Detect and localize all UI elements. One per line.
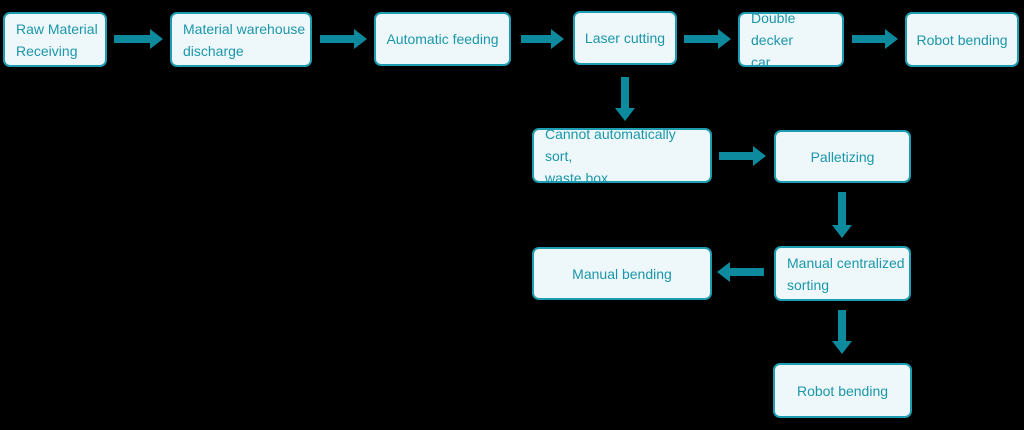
node-label: Automatic feeding	[386, 31, 499, 47]
node-label: Robot bending	[916, 31, 1008, 48]
arrow-right-icon-raw-material-to-warehouse	[114, 29, 163, 49]
arrow-left-icon-manual-centralized-sorting-to-manual-bending	[717, 262, 764, 282]
node-robot-bending-top: Robot bending	[905, 12, 1019, 67]
arrow-right-icon-laser-cutting-to-double-decker-car	[684, 29, 731, 49]
arrow-right-icon-automatic-feeding-to-laser-cutting	[521, 29, 564, 49]
node-label: Robot bending	[796, 382, 889, 399]
arrow-right-icon-warehouse-to-automatic-feeding	[320, 29, 367, 49]
node-label: Material warehouse discharge	[183, 20, 306, 59]
node-laser-cutting: Laser cutting	[573, 11, 677, 65]
node-label: Laser cutting	[584, 30, 666, 46]
node-material-warehouse-discharge: Material warehouse discharge	[170, 12, 312, 67]
node-label: Cannot automatically sort, waste box	[545, 125, 676, 186]
node-automatic-feeding: Automatic feeding	[374, 12, 511, 66]
node-label: Double decker car	[751, 9, 796, 70]
arrow-down-icon-laser-cutting-to-waste-box	[615, 77, 635, 121]
node-label: Manual centralized sorting	[787, 254, 905, 293]
node-label: Palletizing	[810, 148, 875, 165]
arrow-down-icon-palletizing-to-manual-centralized-sorting	[832, 192, 852, 238]
node-label: Manual bending	[572, 265, 672, 282]
node-cannot-sort-waste-box: Cannot automatically sort, waste box	[532, 126, 712, 186]
node-robot-bending-bottom: Robot bending	[773, 363, 912, 418]
node-palletizing: Palletizing	[774, 130, 911, 183]
node-double-decker-car: Double decker car	[738, 10, 844, 70]
node-label: Raw Material Receiving	[16, 20, 98, 59]
arrow-down-icon-manual-centralized-sorting-to-robot-bending	[832, 310, 852, 354]
arrow-right-icon-waste-box-to-palletizing	[719, 146, 766, 166]
arrow-right-icon-double-decker-car-to-robot-bending	[852, 29, 898, 49]
node-raw-material-receiving: Raw Material Receiving	[3, 12, 107, 67]
node-manual-bending: Manual bending	[532, 247, 712, 300]
node-manual-centralized-sorting: Manual centralized sorting	[774, 246, 911, 301]
